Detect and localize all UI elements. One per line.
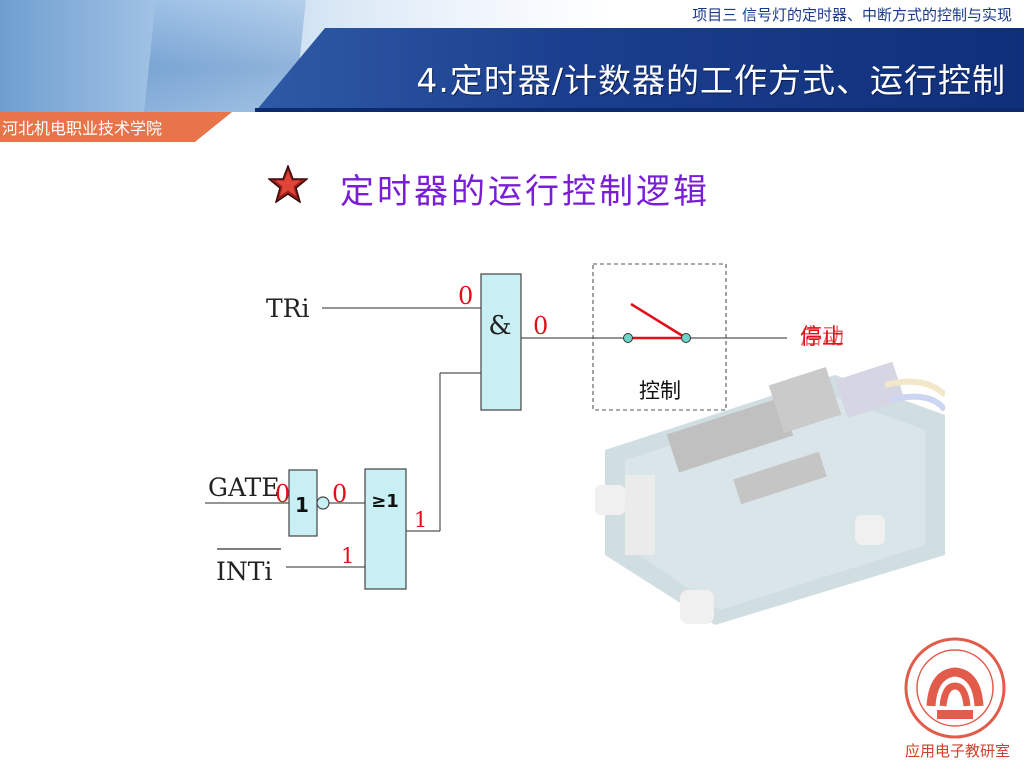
and-gate	[480, 273, 522, 411]
signal-and-out-value: 0	[533, 312, 548, 340]
signal-gate-in-value: 0	[275, 480, 290, 508]
signal-inti-value: 1	[341, 544, 354, 568]
signal-tri-value: 0	[458, 282, 473, 310]
output-state-label: 停止	[800, 325, 844, 350]
switch-lever	[630, 302, 687, 340]
input-inti-label: INTi	[216, 557, 272, 586]
not-gate	[288, 469, 318, 537]
section-title: 定时器的运行控制逻辑	[340, 172, 710, 212]
header-title-band	[255, 28, 1024, 112]
not-gate-bubble	[316, 496, 330, 510]
school-name: 河北机电职业技术学院	[2, 119, 163, 138]
main-title: 4.定时器/计数器的工作方式、运行控制	[416, 61, 1006, 100]
signal-not-out-value: 0	[332, 480, 347, 508]
star-icon	[268, 165, 308, 203]
and-gate-symbol: &	[488, 311, 511, 341]
school-tab	[0, 112, 232, 142]
circuit-board-image	[595, 361, 945, 625]
control-switch-box	[592, 263, 727, 411]
header-band-edge	[255, 108, 1024, 112]
signal-or-out-value: 1	[414, 508, 427, 532]
top-caption: 项目三 信号灯的定时器、中断方式的控制与实现	[692, 6, 1012, 24]
school-seal-logo	[904, 637, 1006, 739]
or-gate	[364, 468, 407, 590]
input-tri-label: TRi	[266, 294, 310, 323]
diagram-wires	[205, 307, 787, 568]
switch-terminal-right	[681, 333, 691, 343]
output-state-label-alt: 启动	[800, 325, 844, 350]
switch-label: 控制	[639, 379, 681, 403]
footer-lab-name: 应用电子教研室	[904, 742, 1010, 760]
switch-terminal-left	[623, 333, 633, 343]
or-gate-symbol: ≥1	[371, 491, 399, 512]
input-gate-label: GATE	[208, 473, 280, 502]
not-gate-symbol: 1	[295, 493, 309, 517]
